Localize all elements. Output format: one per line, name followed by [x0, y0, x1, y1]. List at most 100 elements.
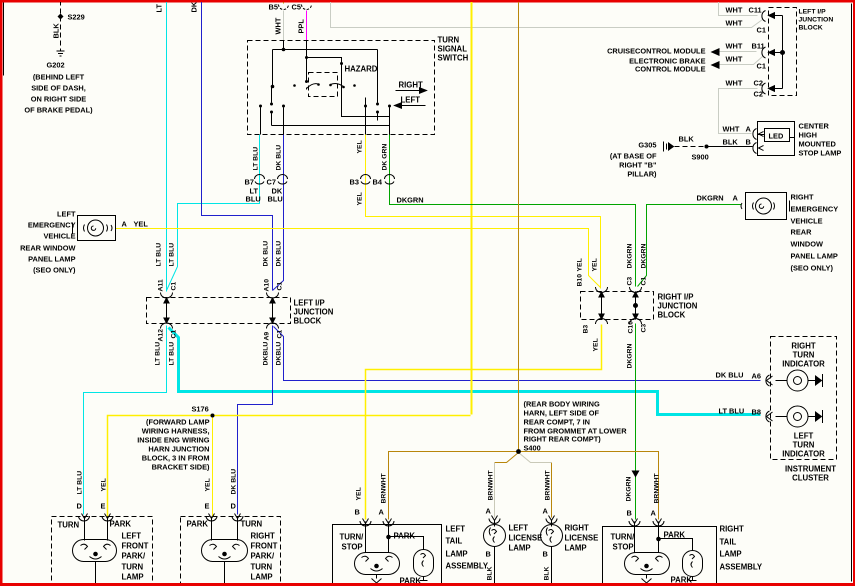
svg-text:PARK: PARK [110, 520, 132, 529]
svg-text:B: B [543, 550, 548, 559]
svg-text:C11: C11 [749, 6, 762, 15]
svg-text:(REAR BODY WIRING: (REAR BODY WIRING [524, 400, 600, 409]
svg-text:DK BLU: DK BLU [231, 469, 238, 495]
svg-text:WHT: WHT [274, 17, 283, 34]
svg-text:LT BLU: LT BLU [156, 243, 163, 267]
svg-text:B: B [627, 509, 632, 518]
svg-text:WHT: WHT [726, 55, 743, 64]
svg-text:TURN: TURN [438, 36, 460, 45]
svg-text:DK BLU: DK BLU [276, 145, 283, 171]
svg-text:TURN/: TURN/ [340, 533, 365, 542]
svg-text:TURN: TURN [58, 521, 80, 530]
svg-text:B: B [746, 138, 751, 147]
svg-text:RIGHT REAR COMPT): RIGHT REAR COMPT) [524, 435, 602, 444]
svg-text:LT BLU: LT BLU [253, 147, 260, 171]
svg-text:BLK: BLK [723, 138, 739, 147]
svg-text:PARK: PARK [400, 577, 422, 586]
svg-text:DK: DK [272, 187, 283, 196]
svg-text:C1: C1 [757, 62, 766, 71]
svg-text:CONTROL MODULE: CONTROL MODULE [635, 65, 706, 74]
svg-text:WHT: WHT [726, 79, 743, 88]
svg-text:LEFT: LEFT [122, 532, 142, 541]
svg-text:INDICATOR: INDICATOR [782, 450, 825, 459]
svg-text:STOP: STOP [342, 543, 363, 552]
svg-text:YEL: YEL [205, 478, 212, 491]
svg-text:RIGHT: RIGHT [791, 342, 815, 351]
svg-text:STOP LAMP: STOP LAMP [799, 149, 842, 158]
svg-text:LT BLU: LT BLU [155, 342, 162, 366]
svg-text:DKGRN: DKGRN [627, 243, 634, 268]
svg-text:C2: C2 [754, 79, 763, 88]
svg-text:TURN: TURN [793, 351, 815, 360]
svg-text:DKGRN: DKGRN [697, 194, 724, 203]
svg-text:JUNCTION: JUNCTION [294, 308, 334, 317]
svg-text:LAMP: LAMP [251, 573, 273, 582]
svg-text:D: D [231, 502, 237, 511]
svg-text:LEFT I/P: LEFT I/P [294, 299, 325, 308]
svg-text:LEFT: LEFT [509, 524, 529, 533]
svg-text:E: E [205, 502, 210, 511]
svg-text:FRONT: FRONT [251, 542, 278, 551]
svg-text:FROM GROMMET AT LOWER: FROM GROMMET AT LOWER [524, 427, 628, 436]
svg-text:BRNWHT: BRNWHT [654, 472, 661, 503]
svg-text:DK GRN: DK GRN [382, 144, 389, 171]
svg-text:D: D [77, 502, 83, 511]
svg-text:INSIDE ENG WIRING: INSIDE ENG WIRING [137, 436, 210, 445]
svg-text:B: B [486, 550, 491, 559]
svg-text:PPL: PPL [297, 19, 306, 34]
svg-text:REAR WINDOW: REAR WINDOW [20, 244, 75, 253]
svg-text:B7: B7 [245, 178, 254, 187]
svg-text:(FORWARD LAMP: (FORWARD LAMP [146, 418, 210, 427]
svg-text:WHT: WHT [726, 19, 743, 28]
svg-text:RIGHT "B": RIGHT "B" [619, 161, 657, 170]
svg-text:C1: C1 [641, 277, 648, 286]
svg-text:A: A [379, 508, 385, 517]
svg-text:YEL: YEL [134, 220, 149, 229]
svg-text:TURN: TURN [241, 520, 263, 529]
svg-text:TAIL: TAIL [446, 537, 463, 546]
svg-text:INDICATOR: INDICATOR [782, 360, 825, 369]
svg-text:C1: C1 [171, 282, 178, 291]
svg-text:RIGHT: RIGHT [791, 193, 814, 202]
svg-text:BRNWHT: BRNWHT [488, 469, 495, 500]
svg-text:LAMP: LAMP [509, 544, 531, 553]
svg-text:(SEO ONLY): (SEO ONLY) [33, 266, 76, 275]
svg-text:ELECTRONIC BRAKE: ELECTRONIC BRAKE [629, 57, 705, 66]
svg-text:BLK: BLK [544, 566, 551, 580]
svg-text:PARK/: PARK/ [251, 552, 276, 561]
svg-text:LED: LED [769, 132, 784, 141]
svg-text:YEL: YEL [356, 487, 363, 500]
svg-text:S229: S229 [68, 13, 85, 22]
svg-text:A12: A12 [158, 329, 165, 342]
svg-text:BLK: BLK [52, 23, 61, 39]
svg-text:JUNCTION: JUNCTION [799, 17, 834, 24]
svg-text:LT BLU: LT BLU [169, 243, 176, 267]
svg-text:PARK: PARK [671, 576, 693, 585]
svg-text:BLU: BLU [268, 195, 283, 204]
svg-text:A9: A9 [264, 332, 271, 341]
svg-text:RIGHT: RIGHT [565, 524, 589, 533]
svg-text:YEL: YEL [357, 140, 364, 153]
svg-text:BLOCK: BLOCK [294, 317, 322, 326]
svg-text:ASSEMBLY: ASSEMBLY [720, 563, 763, 572]
svg-text:E: E [101, 502, 106, 511]
svg-text:BRACKET SIDE): BRACKET SIDE) [152, 463, 210, 472]
svg-text:REAR COMPT, 7 IN: REAR COMPT, 7 IN [524, 418, 591, 427]
svg-text:RIGHT I/P: RIGHT I/P [658, 293, 694, 302]
svg-text:BRNWHT: BRNWHT [381, 472, 388, 503]
svg-text:C1: C1 [757, 26, 766, 35]
svg-text:(AT BASE OF: (AT BASE OF [610, 152, 657, 161]
svg-text:BRNWHT: BRNWHT [545, 469, 552, 500]
svg-text:TURN: TURN [122, 563, 144, 572]
svg-text:LT: LT [250, 187, 259, 196]
svg-text:VEHICLE: VEHICLE [791, 217, 823, 226]
svg-text:YEL: YEL [101, 478, 108, 491]
svg-text:LT BLU: LT BLU [719, 407, 745, 416]
svg-text:OF BRAKE PEDAL): OF BRAKE PEDAL) [24, 106, 93, 115]
svg-text:DKGRN: DKGRN [397, 196, 424, 205]
svg-text:BLK: BLK [487, 566, 494, 580]
svg-text:HIGH: HIGH [799, 131, 817, 140]
svg-text:RIGHT: RIGHT [720, 525, 744, 534]
svg-text:(SEO ONLY): (SEO ONLY) [791, 264, 834, 273]
svg-text:ASSEMBLY: ASSEMBLY [446, 562, 489, 571]
